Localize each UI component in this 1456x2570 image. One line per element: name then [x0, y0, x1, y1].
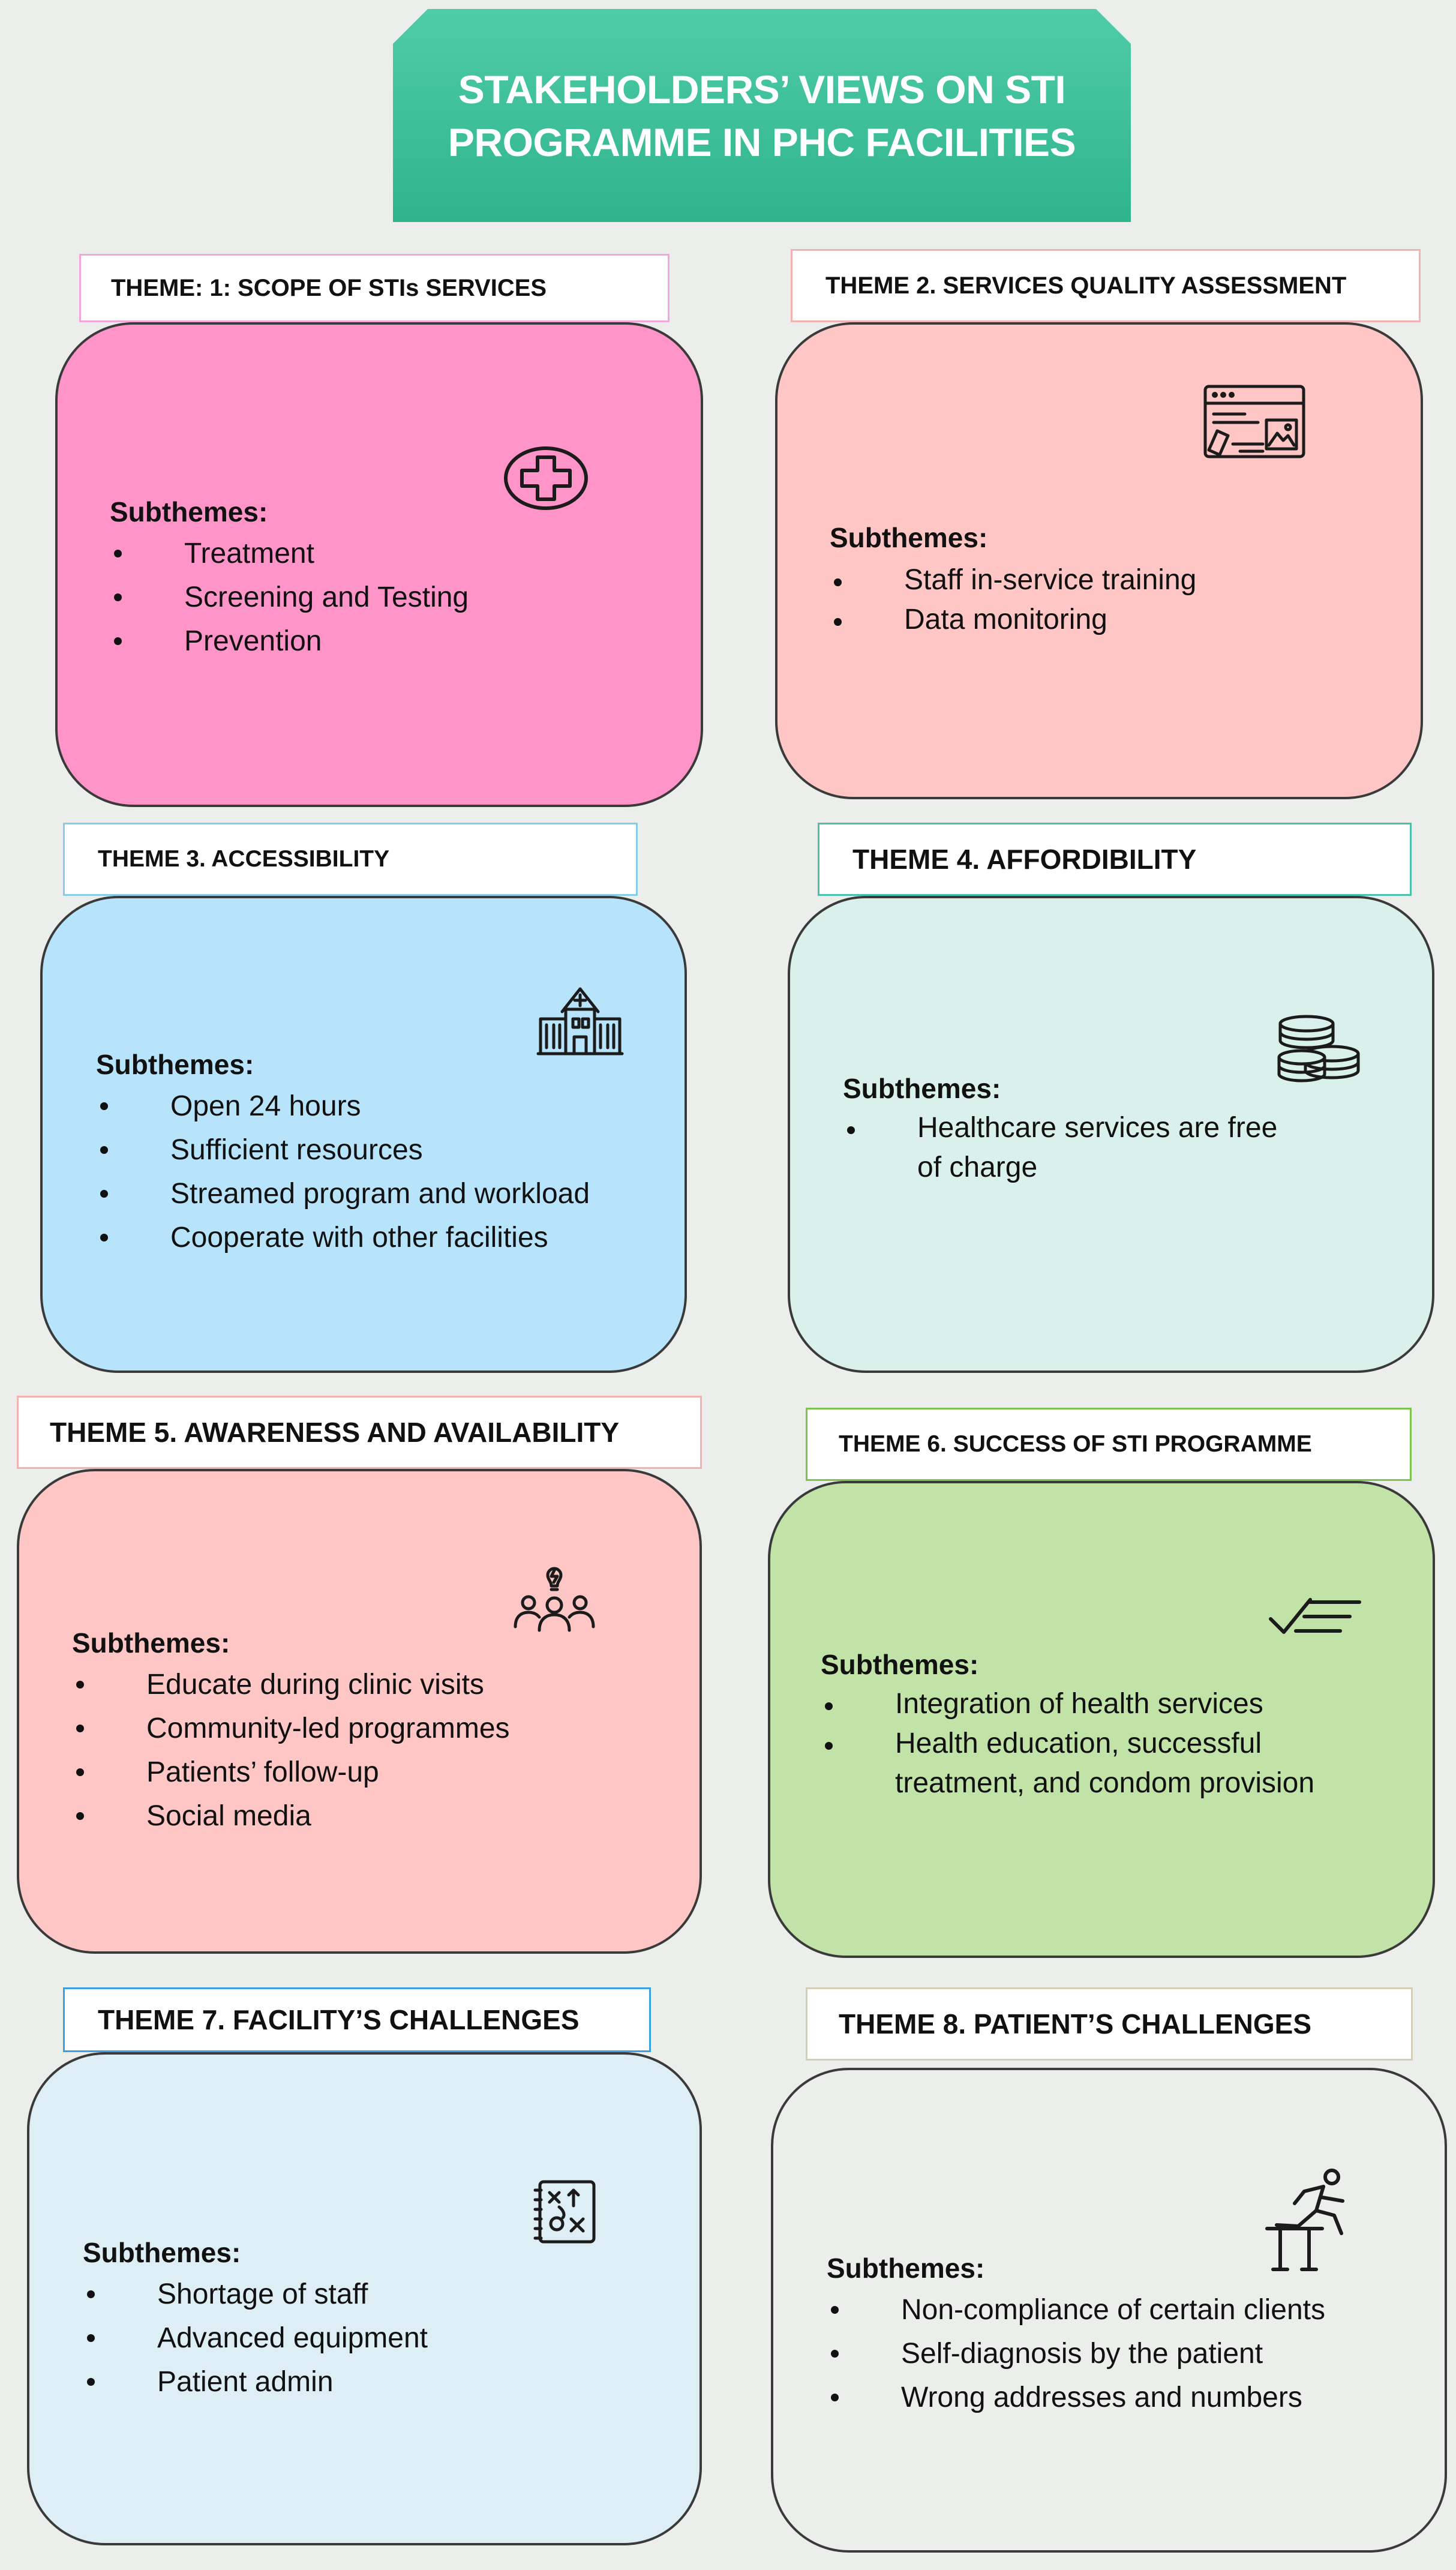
theme-1-label: THEME: 1: SCOPE OF STIs SERVICES	[79, 254, 670, 322]
theme-8-subthemes-heading: Subthemes:	[827, 2253, 985, 2284]
theme-3-subtheme-list: Open 24 hours Sufficient resources Strea…	[100, 1084, 590, 1259]
title-banner: STAKEHOLDERS’ VIEWS ON STI PROGRAMME IN …	[393, 9, 1131, 222]
theme-4-card	[788, 896, 1434, 1373]
theme-7-subtheme-list: Shortage of staff Advanced equipment Pat…	[87, 2272, 428, 2404]
theme-6-label: THEME 6. SUCCESS OF STI PROGRAMME	[806, 1408, 1412, 1481]
theme-5-card	[17, 1469, 702, 1954]
list-item: Prevention	[114, 619, 469, 663]
theme-7-label: THEME 7. FACILITY’S CHALLENGES	[63, 1987, 651, 2052]
theme-8-card	[771, 2068, 1447, 2553]
theme-6-subtheme-list: Integration of health services Health ed…	[825, 1684, 1383, 1803]
theme-2-subthemes-heading: Subthemes:	[830, 522, 988, 553]
theme-5-label: THEME 5. AWARENESS AND AVAILABILITY	[17, 1396, 702, 1469]
page-title: STAKEHOLDERS’ VIEWS ON STI PROGRAMME IN …	[448, 67, 1076, 164]
medical-cross-icon	[503, 444, 590, 513]
list-item: Community-led programmes	[76, 1707, 510, 1750]
list-item: Social media	[76, 1794, 510, 1838]
web-form-icon	[1203, 384, 1306, 459]
theme-7-subthemes-heading: Subthemes:	[83, 2237, 241, 2268]
list-item: Streamed program and workload	[100, 1172, 590, 1216]
list-item: Data monitoring	[834, 600, 1196, 640]
list-item: Wrong addresses and numbers	[831, 2376, 1325, 2419]
list-item: Advanced equipment	[87, 2316, 428, 2360]
list-item: Health education, successful treatment, …	[825, 1724, 1383, 1803]
theme-6-subthemes-heading: Subthemes:	[821, 1649, 979, 1680]
theme-5-subthemes-heading: Subthemes:	[72, 1627, 230, 1659]
theme-2-subtheme-list: Staff in-service training Data monitorin…	[834, 560, 1196, 640]
theme-1-card	[55, 322, 703, 807]
coins-icon	[1277, 1014, 1362, 1085]
theme-3-label: THEME 3. ACCESSIBILITY	[63, 823, 638, 896]
hurdle-runner-icon	[1265, 2167, 1356, 2272]
theme-6-card	[768, 1481, 1435, 1958]
theme-2-label: THEME 2. SERVICES QUALITY ASSESSMENT	[791, 249, 1421, 322]
theme-3-card	[40, 896, 687, 1373]
theme-8-label: THEME 8. PATIENT’S CHALLENGES	[806, 1987, 1413, 2061]
list-item: Shortage of staff	[87, 2272, 428, 2316]
list-item: Healthcare services are free of charge	[847, 1108, 1303, 1187]
theme-4-label: THEME 4. AFFORDIBILITY	[818, 823, 1412, 896]
list-item: Cooperate with other facilities	[100, 1216, 590, 1259]
list-item: Open 24 hours	[100, 1084, 590, 1128]
list-item: Staff in-service training	[834, 560, 1196, 600]
theme-5-subtheme-list: Educate during clinic visits Community-l…	[76, 1663, 510, 1838]
strategy-board-icon	[533, 2178, 598, 2245]
theme-4-subthemes-heading: Subthemes:	[843, 1073, 1001, 1104]
list-item: Patients’ follow-up	[76, 1750, 510, 1794]
community-idea-icon	[513, 1557, 596, 1635]
list-item: Self-diagnosis by the patient	[831, 2332, 1325, 2376]
list-item: Sufficient resources	[100, 1128, 590, 1172]
checklist-icon	[1267, 1595, 1363, 1637]
list-item: Patient admin	[87, 2360, 428, 2404]
list-item: Integration of health services	[825, 1684, 1383, 1724]
theme-1-subtheme-list: Treatment Screening and Testing Preventi…	[114, 532, 469, 663]
list-item: Non-compliance of certain clients	[831, 2288, 1325, 2332]
theme-2-card	[775, 322, 1423, 799]
list-item: Screening and Testing	[114, 575, 469, 619]
hospital-building-icon	[536, 985, 625, 1056]
theme-3-subthemes-heading: Subthemes:	[96, 1049, 254, 1080]
theme-4-subtheme-list: Healthcare services are free of charge	[847, 1108, 1303, 1187]
list-item: Educate during clinic visits	[76, 1663, 510, 1707]
theme-8-subtheme-list: Non-compliance of certain clients Self-d…	[831, 2288, 1325, 2419]
theme-1-subthemes-heading: Subthemes:	[110, 496, 268, 527]
list-item: Treatment	[114, 532, 469, 575]
theme-7-card	[27, 2052, 702, 2545]
